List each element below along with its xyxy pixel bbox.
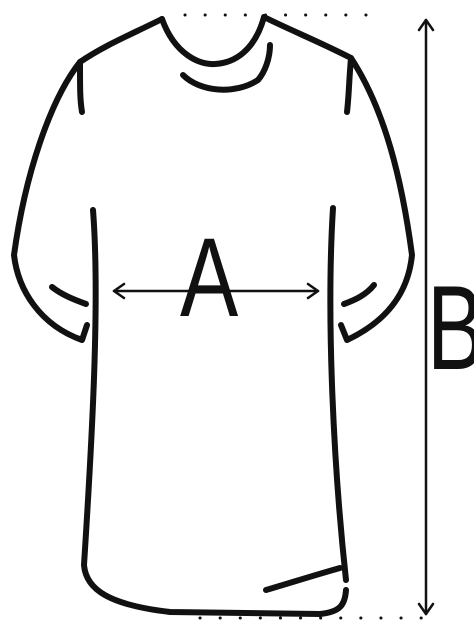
hem-fold-line xyxy=(266,568,340,590)
collar-inner xyxy=(183,45,270,90)
shirt-right-outline xyxy=(264,17,412,580)
left-sleeve-fold xyxy=(52,287,86,304)
length-measure-label: B xyxy=(427,268,474,388)
right-sleeve-fold xyxy=(344,285,374,304)
collar-outer xyxy=(162,17,264,64)
width-measure-label: A xyxy=(180,222,238,334)
left-shoulder-seam xyxy=(80,62,82,112)
right-shoulder-seam xyxy=(347,58,351,112)
